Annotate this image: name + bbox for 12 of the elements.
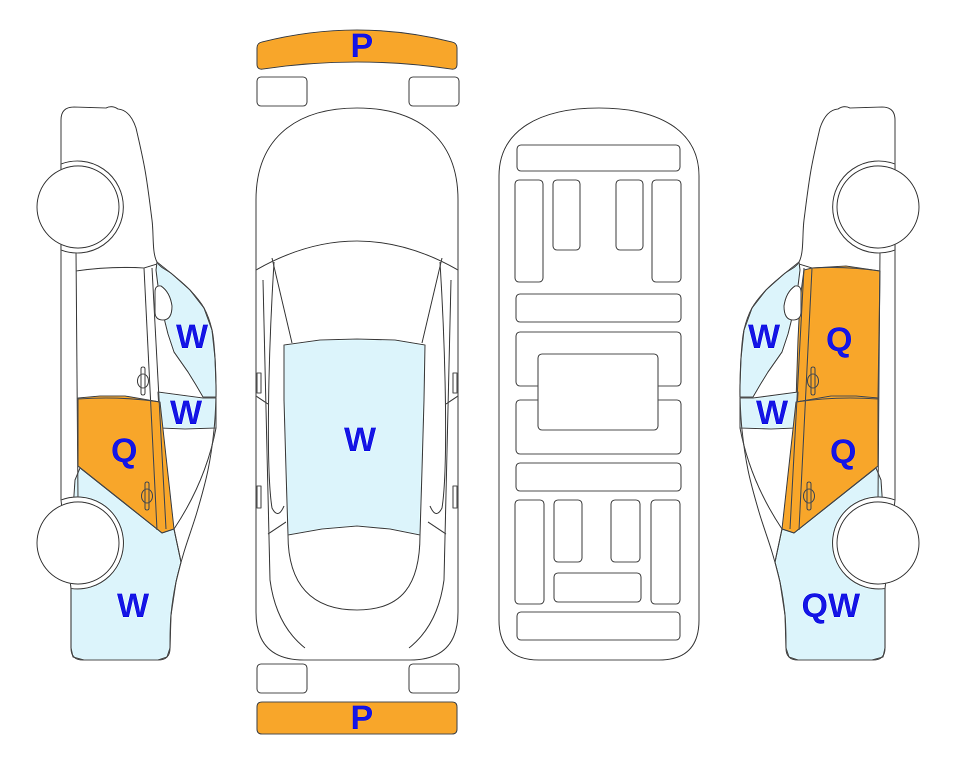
- bumper-panel: [256, 29, 458, 71]
- damage-code: W: [344, 426, 376, 454]
- bumper-panel: [256, 701, 458, 735]
- damage-code: W: [170, 398, 202, 428]
- damage-code: W: [117, 592, 150, 620]
- damage-code: W: [176, 322, 208, 352]
- fender-panel: [70, 467, 182, 661]
- damage-code: P: [350, 704, 374, 732]
- damage-code: W: [748, 322, 780, 352]
- damage-code: W: [756, 398, 788, 428]
- damage-code: P: [350, 32, 374, 61]
- roof-panel: [283, 338, 426, 536]
